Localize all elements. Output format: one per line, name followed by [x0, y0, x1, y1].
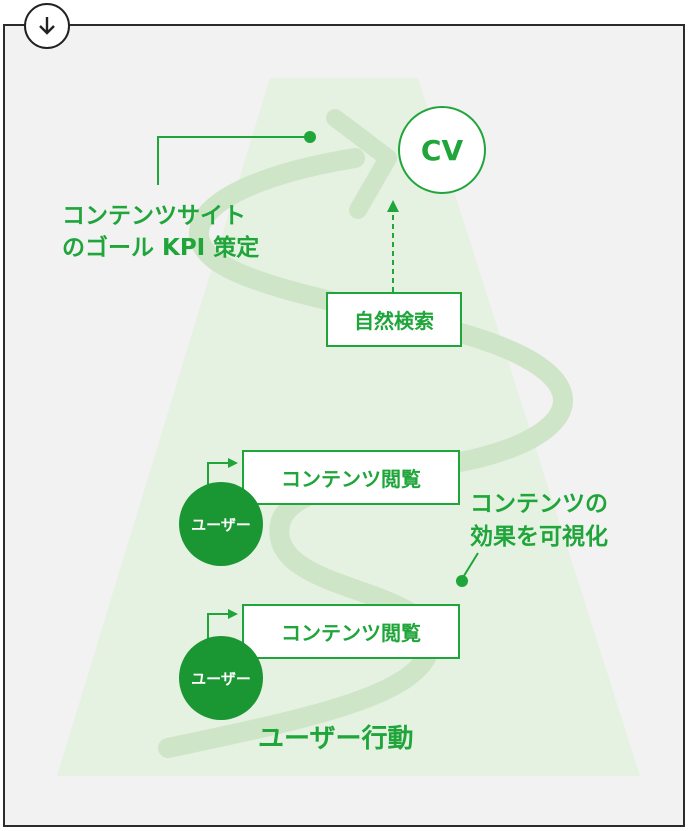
goal-leader-line: [157, 136, 310, 185]
search-to-cv-arrowhead: [387, 200, 399, 212]
effect-leader-line: [461, 552, 479, 580]
user-circle-1-label: ユーザー: [191, 515, 251, 534]
effect-label-line1: コンテンツの: [470, 491, 608, 517]
cv-label: CV: [420, 133, 464, 167]
user2-connector-arrowhead: [228, 609, 238, 619]
user1-connector: [207, 462, 228, 488]
search-box: 自然検索: [326, 292, 462, 347]
content-view-box-1-label: コンテンツ閲覧: [281, 467, 421, 491]
goal-label: コンテンツサイト のゴール KPI 策定: [62, 200, 259, 264]
journey-arrowhead: [326, 109, 397, 219]
user2-connector: [207, 613, 228, 645]
funnel-trapezoid: [57, 78, 640, 776]
effect-label: コンテンツの 効果を可視化: [470, 488, 608, 554]
effect-label-line2: 効果を可視化: [470, 524, 608, 550]
user-behavior-label: ユーザー行動: [258, 724, 414, 754]
content-view-box-2: コンテンツ閲覧: [242, 604, 460, 659]
effect-leader-dot: [456, 575, 468, 587]
user1-connector-arrowhead: [228, 458, 238, 468]
content-view-box-2-label: コンテンツ閲覧: [281, 621, 421, 645]
goal-label-line2: のゴール KPI 策定: [62, 235, 260, 261]
user-circle-2-label: ユーザー: [191, 669, 251, 688]
search-box-label: 自然検索: [354, 309, 434, 333]
content-view-box-1: コンテンツ閲覧: [242, 450, 460, 505]
goal-label-line1: コンテンツサイト: [62, 203, 246, 229]
user-circle-2: ユーザー: [179, 636, 263, 720]
user-circle-1: ユーザー: [179, 482, 263, 566]
arrow-down-circle-icon: [24, 3, 70, 49]
goal-leader-dot: [304, 131, 316, 143]
cv-circle: CV: [398, 106, 486, 194]
